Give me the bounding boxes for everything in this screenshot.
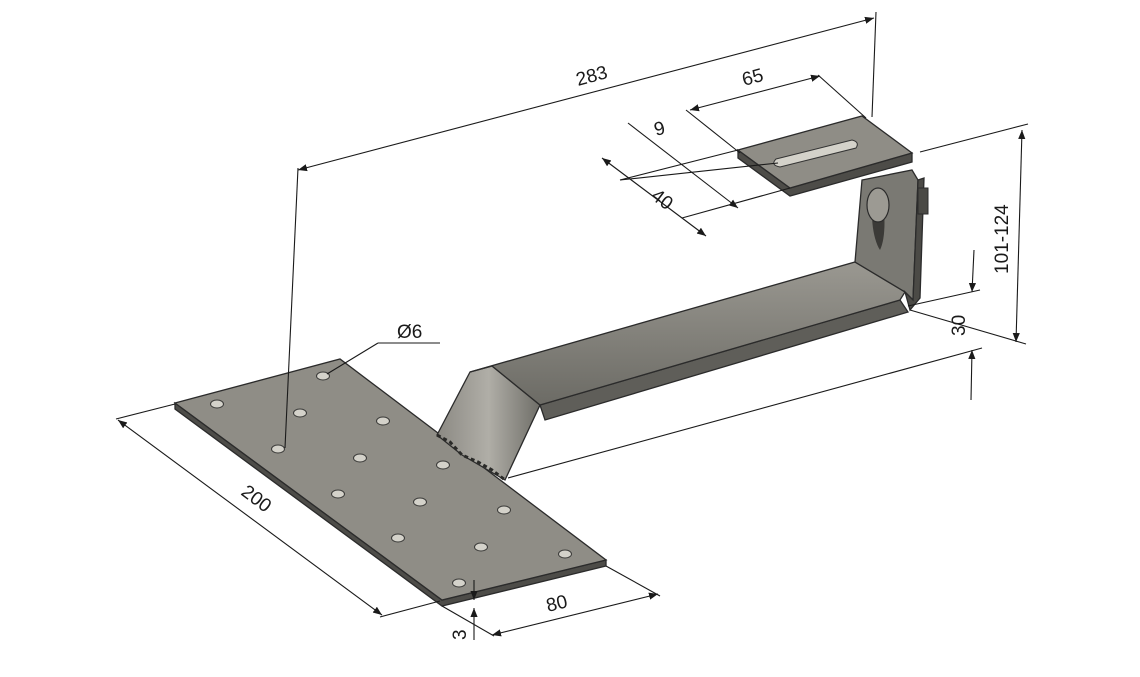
dim-30-label: 30 (949, 315, 970, 336)
dim-3-label: 3 (450, 629, 471, 640)
mounting-hole (497, 505, 511, 515)
mounting-hole (413, 497, 427, 507)
dim-101-124-label: 101-124 (992, 204, 1013, 274)
mounting-hole (316, 371, 330, 381)
mounting-hole (210, 399, 224, 409)
roof-hook-part (173, 115, 929, 607)
adjustment-bolt (866, 187, 890, 223)
mounting-hole (376, 416, 390, 426)
dim-hole-diameter-label: Ø6 (397, 322, 422, 343)
dim-65-label: 65 (740, 65, 766, 91)
mounting-hole (474, 542, 488, 552)
dim-9-label: 9 (652, 118, 668, 141)
dimension-labels: 283 65 9 40 101-124 30 Ø6 200 80 3 (237, 62, 1013, 640)
bolt-nut (917, 187, 929, 215)
dimension-lines (115, 11, 1029, 640)
mounting-hole (452, 578, 466, 588)
dim-283-label: 283 (574, 62, 610, 90)
mounting-hole (558, 549, 572, 559)
dim-80-label: 80 (544, 591, 570, 616)
mounting-hole (331, 489, 345, 499)
mounting-hole (436, 460, 450, 470)
mounting-hole (293, 408, 307, 418)
mounting-hole (353, 453, 367, 463)
hook-arm-top (469, 261, 906, 406)
mounting-hole (391, 533, 405, 543)
mounting-hole (271, 444, 285, 454)
